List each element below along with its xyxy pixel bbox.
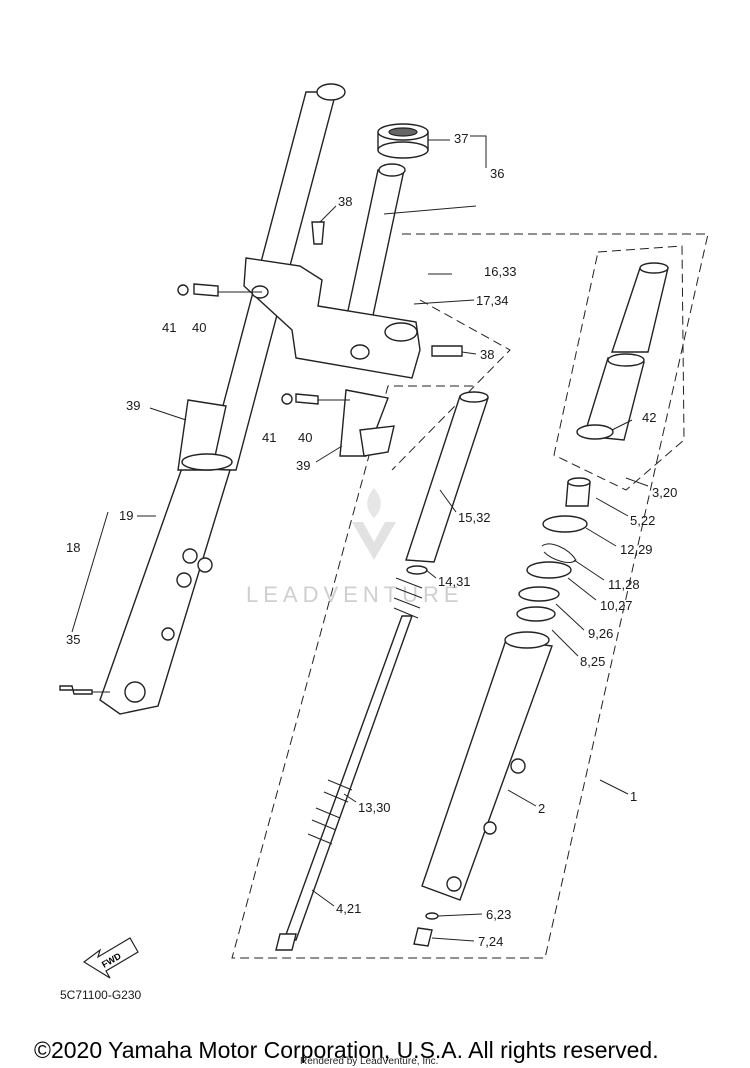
left-tube-cap (316, 83, 346, 101)
diagram-code: 5C71100-G230 (60, 988, 141, 1002)
copyright-text: ©2020 Yamaha Motor Corporation, U.S.A. A… (34, 1037, 659, 1063)
callout-39-right: 39 (296, 458, 310, 473)
callout-36: 36 (490, 166, 504, 181)
rod-bottom (275, 933, 297, 951)
watermark-text: LEADVENTURE (246, 582, 464, 607)
callouts: 37 36 38 16,33 17,34 38 41 40 41 40 39 3… (66, 131, 677, 949)
fork-spring-tube-15 (405, 395, 489, 563)
callout-1: 1 (630, 789, 637, 804)
callout-16-33: 16,33 (484, 264, 517, 279)
left-axle-boss (124, 681, 146, 703)
callout-42: 42 (642, 410, 656, 425)
outline-assembly-1 (231, 233, 709, 959)
callout-18: 18 (66, 540, 80, 555)
callout-39-left: 39 (126, 398, 140, 413)
damper-group (275, 391, 489, 951)
spring-upper (393, 577, 423, 619)
clip-11 (541, 543, 577, 563)
left-outer-tube (99, 467, 231, 715)
callout-8-25: 8,25 (580, 654, 605, 669)
callout-41-lower: 41 (262, 430, 276, 445)
left-fork-assembly (59, 83, 463, 715)
callout-41-upper: 41 (162, 320, 176, 335)
spring-lower (307, 779, 353, 845)
callout-10-27: 10,27 (600, 598, 633, 613)
callout-38-lower: 38 (480, 347, 494, 362)
callout-5-22: 5,22 (630, 513, 655, 528)
washer-14 (406, 565, 428, 575)
callout-12-29: 12,29 (620, 542, 653, 557)
leader-lines (71, 135, 649, 942)
damper-rod (283, 615, 413, 941)
left-dust-seal (181, 453, 233, 471)
watermark-flame-icon (367, 488, 381, 518)
callout-6-23: 6,23 (486, 907, 511, 922)
outline-bracket-dash (391, 299, 511, 471)
washer-8 (516, 606, 556, 622)
seal-10 (526, 561, 572, 579)
callout-40-lower: 40 (298, 430, 312, 445)
callout-7-24: 7,24 (478, 934, 503, 949)
bolt-38-upper (311, 221, 325, 245)
cap-41-lower (281, 393, 293, 405)
assembly-outlines (231, 233, 709, 959)
watermark: LEADVENTURE (246, 488, 464, 607)
oil-seal-9 (518, 586, 560, 602)
under-bracket (243, 257, 421, 379)
callout-3-20: 3,20 (652, 485, 677, 500)
callout-15-32: 15,32 (458, 510, 491, 525)
callout-14-31: 14,31 (438, 574, 471, 589)
rendered-by-text: Rendered by LeadVenture, Inc. (300, 1056, 438, 1067)
callout-2: 2 (538, 801, 545, 816)
bolt-40-lower (295, 393, 319, 405)
callout-40-upper: 40 (192, 320, 206, 335)
callout-19: 19 (119, 508, 133, 523)
callout-35: 35 (66, 632, 80, 647)
callout-17-34: 17,34 (476, 293, 509, 308)
outline-assembly-3 (553, 245, 685, 491)
outer-tube-2 (421, 639, 553, 901)
fwd-arrow-icon: FWD (82, 937, 139, 979)
stem-top (378, 163, 406, 177)
gasket-6 (425, 912, 439, 920)
cap-41-upper (177, 284, 189, 296)
bolt-7 (413, 927, 433, 947)
callout-38-upper: 38 (338, 194, 352, 209)
callout-9-26: 9,26 (588, 626, 613, 641)
callout-13-30: 13,30 (358, 800, 391, 815)
left-steering-stem (345, 169, 405, 321)
bolt-40-upper (193, 283, 219, 297)
callout-11-28: 11,28 (608, 577, 640, 592)
washer-12 (542, 515, 588, 533)
callout-37: 37 (454, 131, 468, 146)
bolt-38-lower (431, 345, 463, 357)
watermark-logo (352, 522, 396, 560)
bearing-37 (377, 123, 429, 159)
bushing-42 (576, 424, 614, 440)
right-fork-parts (413, 262, 669, 947)
callout-4-21: 4,21 (336, 901, 361, 916)
inner-tube-3-top (611, 267, 669, 353)
left-bolt-35 (59, 685, 93, 695)
